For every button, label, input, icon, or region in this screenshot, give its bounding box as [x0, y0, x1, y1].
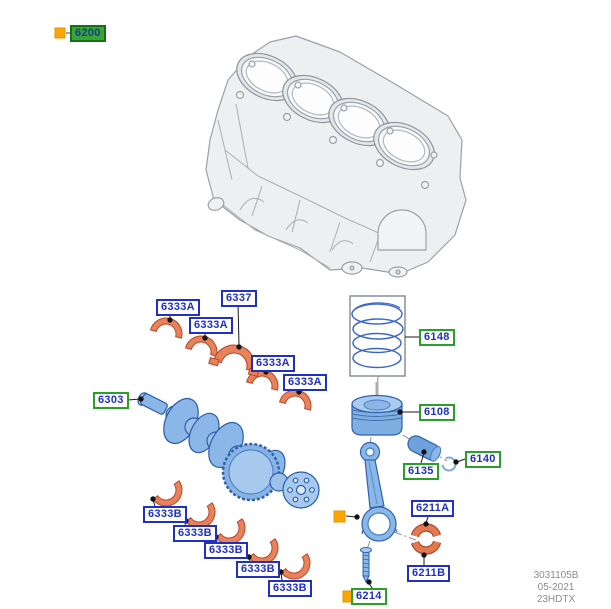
callout-label-6333b-4[interactable]: 6333B: [236, 561, 280, 578]
callout-label-6333a-4[interactable]: 6333A: [283, 374, 327, 391]
callout-label-6140[interactable]: 6140: [465, 451, 501, 468]
piston-rings-drawing[interactable]: [349, 295, 406, 377]
deck-bolt-holes: [235, 60, 438, 190]
drawing-code: 23HDTX: [536, 594, 576, 605]
callout-label-6148[interactable]: 6148: [419, 329, 455, 346]
rear-seal-cutout: [377, 209, 427, 251]
callout-label-6333b-1[interactable]: 6333B: [143, 506, 187, 523]
marker-rod[interactable]: [333, 510, 346, 523]
callout-label-6333b-5[interactable]: 6333B: [268, 580, 312, 597]
piston-pin-drawing[interactable]: [405, 433, 443, 463]
rod-bearings-drawing[interactable]: [410, 523, 442, 555]
marker-6200[interactable]: [54, 27, 66, 39]
drawing-number: 3031105B: [533, 570, 579, 581]
piston-drawing[interactable]: [351, 382, 403, 436]
callout-label-6211b[interactable]: 6211B: [407, 565, 451, 582]
crankshaft-gear: [221, 442, 281, 502]
block-flanges: [207, 197, 408, 278]
callout-label-6200[interactable]: 6200: [70, 25, 106, 42]
drawing-date: 05-2021: [537, 582, 575, 593]
drawing-info: 3031105B 05-2021 23HDTX: [520, 570, 592, 606]
highlight-markers: [54, 27, 355, 603]
callout-label-6333a-1[interactable]: 6333A: [156, 299, 200, 316]
crankshaft-flange: [282, 471, 320, 509]
engine-block-drawing[interactable]: [205, 35, 467, 278]
callout-label-6211a[interactable]: 6211A: [411, 500, 455, 517]
crankshaft-drawing[interactable]: [136, 391, 320, 509]
cylinder-bores: [236, 52, 435, 171]
callout-label-6135[interactable]: 6135: [403, 463, 439, 480]
callout-label-6337[interactable]: 6337: [221, 290, 257, 307]
callout-label-6214[interactable]: 6214: [351, 588, 387, 605]
callout-label-6108[interactable]: 6108: [419, 404, 455, 421]
callout-label-6333a-2[interactable]: 6333A: [189, 317, 233, 334]
connecting-rod-drawing[interactable]: [359, 441, 398, 542]
rod-bolt-drawing[interactable]: [360, 547, 372, 584]
callout-label-6333b-2[interactable]: 6333B: [173, 525, 217, 542]
block-webbing: [213, 103, 391, 269]
callout-label-6333b-3[interactable]: 6333B: [204, 542, 248, 559]
callout-label-6333a-3[interactable]: 6333A: [251, 355, 295, 372]
callout-label-6303[interactable]: 6303: [93, 392, 129, 409]
